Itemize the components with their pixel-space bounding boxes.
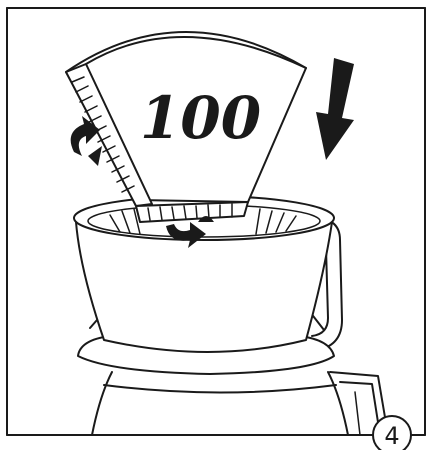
paper-filter: 100: [66, 32, 306, 222]
filter-size-label: 100: [140, 84, 261, 152]
filter-holder: [74, 196, 342, 374]
coffee-pot: [92, 372, 388, 435]
insert-down-arrow-icon: [316, 58, 354, 160]
step-number-badge: 4: [373, 416, 411, 450]
step-number: 4: [384, 422, 399, 450]
